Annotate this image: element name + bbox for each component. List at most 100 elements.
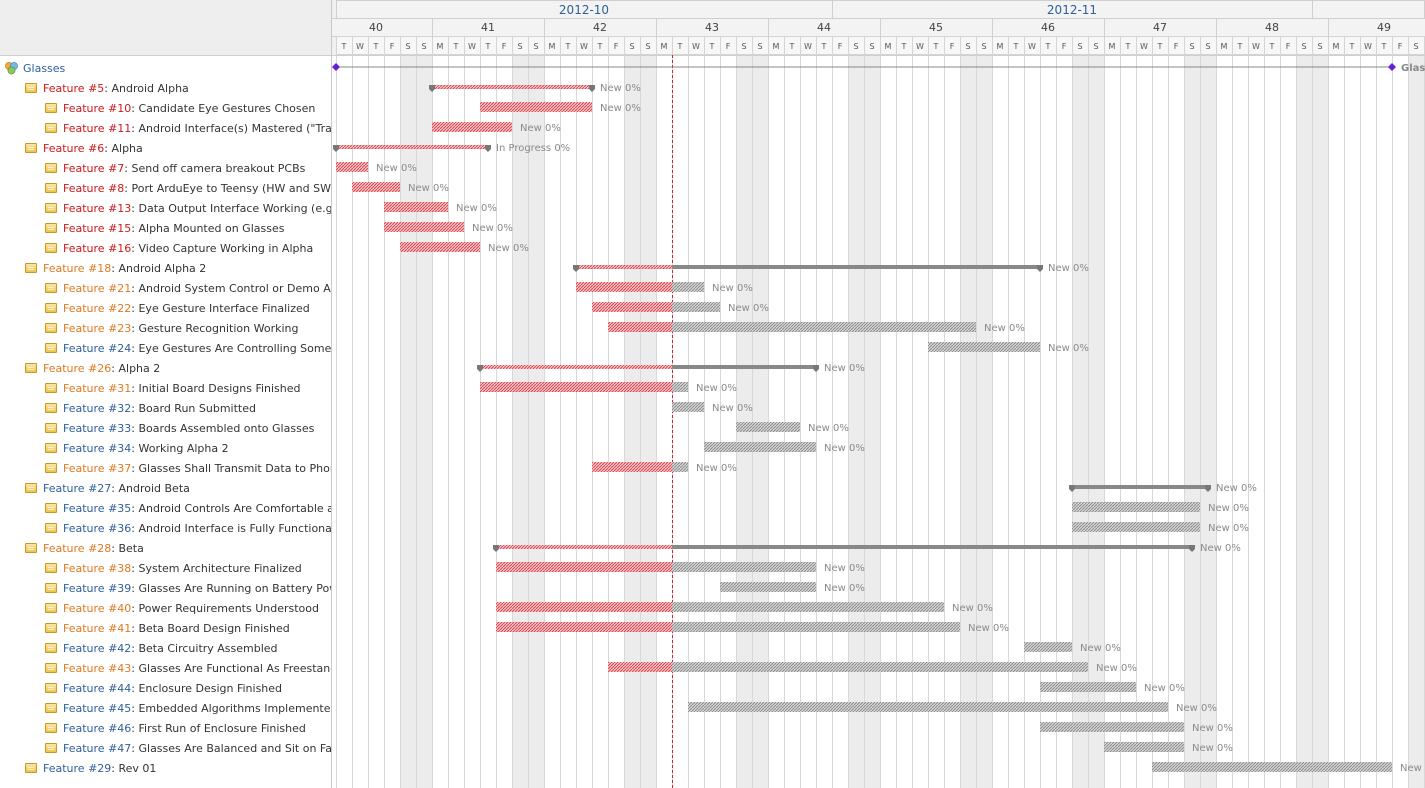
issue-row[interactable]: Feature #39: Glasses Are Running on Batt… [0, 579, 331, 599]
issue-link[interactable]: Feature #39 [63, 582, 132, 595]
issue-link[interactable]: Feature #16 [63, 242, 132, 255]
task-bar-late[interactable] [496, 562, 672, 572]
issue-row[interactable]: Feature #46: First Run of Enclosure Fini… [0, 719, 331, 739]
parent-bar-done[interactable] [576, 265, 672, 269]
issue-link[interactable]: Feature #43 [63, 662, 132, 675]
issue-row-parent[interactable]: Feature #5: Android Alpha [0, 79, 331, 99]
issue-link[interactable]: Feature #5 [43, 82, 105, 95]
issue-link[interactable]: Feature #24 [63, 342, 132, 355]
parent-bar-todo[interactable] [672, 545, 1192, 549]
task-bar-late[interactable] [496, 602, 672, 612]
task-bar[interactable] [672, 382, 688, 392]
project-row[interactable]: Glasses [0, 59, 331, 79]
issue-row[interactable]: Feature #10: Candidate Eye Gestures Chos… [0, 99, 331, 119]
issue-link[interactable]: Feature #11 [63, 122, 132, 135]
issue-row[interactable]: Feature #15: Alpha Mounted on Glasses [0, 219, 331, 239]
issue-row[interactable]: Feature #33: Boards Assembled onto Glass… [0, 419, 331, 439]
issue-link[interactable]: Feature #7 [63, 162, 125, 175]
task-bar[interactable] [672, 282, 704, 292]
task-bar[interactable] [672, 622, 960, 632]
issue-row[interactable]: Feature #23: Gesture Recognition Working [0, 319, 331, 339]
issue-row[interactable]: Feature #43: Glasses Are Functional As F… [0, 659, 331, 679]
task-bar-late[interactable] [608, 322, 672, 332]
task-bar-late[interactable] [432, 122, 512, 132]
project-name-link[interactable]: Glasses [23, 62, 66, 75]
issue-link[interactable]: Feature #38 [63, 562, 132, 575]
task-bar-late[interactable] [480, 382, 672, 392]
task-bar-late[interactable] [352, 182, 400, 192]
task-bar[interactable] [1152, 762, 1392, 772]
issue-link[interactable]: Feature #21 [63, 282, 132, 295]
issue-row-parent[interactable]: Feature #18: Android Alpha 2 [0, 259, 331, 279]
task-bar[interactable] [1104, 742, 1184, 752]
issue-row[interactable]: Feature #13: Data Output Interface Worki… [0, 199, 331, 219]
task-bar-late[interactable] [384, 222, 464, 232]
issue-row-parent[interactable]: Feature #6: Alpha [0, 139, 331, 159]
issue-link[interactable]: Feature #10 [63, 102, 132, 115]
issue-row[interactable]: Feature #36: Android Interface is Fully … [0, 519, 331, 539]
task-bar-late[interactable] [480, 102, 592, 112]
issue-link[interactable]: Feature #28 [43, 542, 112, 555]
task-bar-late[interactable] [592, 462, 672, 472]
task-bar-late[interactable] [384, 202, 448, 212]
task-bar[interactable] [672, 462, 688, 472]
task-bar[interactable] [672, 662, 1088, 672]
parent-bar-done[interactable] [496, 545, 672, 549]
issue-row[interactable]: Feature #35: Android Controls Are Comfor… [0, 499, 331, 519]
task-bar-late[interactable] [576, 282, 672, 292]
issue-row[interactable]: Feature #7: Send off camera breakout PCB… [0, 159, 331, 179]
task-bar[interactable] [1024, 642, 1072, 652]
issue-link[interactable]: Feature #36 [63, 522, 132, 535]
issue-link[interactable]: Feature #18 [43, 262, 112, 275]
issue-link[interactable]: Feature #35 [63, 502, 132, 515]
issue-link[interactable]: Feature #44 [63, 682, 132, 695]
issue-row[interactable]: Feature #42: Beta Circuitry Assembled [0, 639, 331, 659]
task-bar[interactable] [928, 342, 1040, 352]
issue-link[interactable]: Feature #45 [63, 702, 132, 715]
task-bar-late[interactable] [608, 662, 672, 672]
issue-row[interactable]: Feature #16: Video Capture Working in Al… [0, 239, 331, 259]
issue-row[interactable]: Feature #21: Android System Control or D… [0, 279, 331, 299]
task-bar[interactable] [1040, 722, 1184, 732]
issue-link[interactable]: Feature #29 [43, 762, 112, 775]
issue-row[interactable]: Feature #24: Eye Gestures Are Controllin… [0, 339, 331, 359]
issue-link[interactable]: Feature #23 [63, 322, 132, 335]
issue-row[interactable]: Feature #11: Android Interface(s) Master… [0, 119, 331, 139]
task-bar-late[interactable] [592, 302, 672, 312]
project-milestone-diamond[interactable] [1388, 63, 1396, 71]
issue-link[interactable]: Feature #37 [63, 462, 132, 475]
parent-bar-done[interactable] [432, 85, 592, 89]
task-bar[interactable] [688, 702, 1168, 712]
issue-row[interactable]: Feature #37: Glasses Shall Transmit Data… [0, 459, 331, 479]
parent-bar-done[interactable] [480, 365, 672, 369]
issue-link[interactable]: Feature #22 [63, 302, 132, 315]
issue-row[interactable]: Feature #41: Beta Board Design Finished [0, 619, 331, 639]
parent-bar-todo[interactable] [672, 365, 816, 369]
issue-row[interactable]: Feature #47: Glasses Are Balanced and Si… [0, 739, 331, 759]
issue-row[interactable]: Feature #8: Port ArduEye to Teensy (HW a… [0, 179, 331, 199]
issue-row[interactable]: Feature #31: Initial Board Designs Finis… [0, 379, 331, 399]
issue-link[interactable]: Feature #40 [63, 602, 132, 615]
issue-row[interactable]: Feature #44: Enclosure Design Finished [0, 679, 331, 699]
issue-row[interactable]: Feature #22: Eye Gesture Interface Final… [0, 299, 331, 319]
issue-link[interactable]: Feature #13 [63, 202, 132, 215]
task-bar[interactable] [1072, 502, 1200, 512]
issue-link[interactable]: Feature #33 [63, 422, 132, 435]
task-bar-late[interactable] [496, 622, 672, 632]
task-bar[interactable] [1040, 682, 1136, 692]
task-bar[interactable] [672, 302, 720, 312]
task-bar[interactable] [720, 582, 816, 592]
issue-row[interactable]: Feature #40: Power Requirements Understo… [0, 599, 331, 619]
issue-row[interactable]: Feature #34: Working Alpha 2 [0, 439, 331, 459]
issue-row-parent[interactable]: Feature #28: Beta [0, 539, 331, 559]
project-milestone-diamond[interactable] [332, 63, 340, 71]
issue-link[interactable]: Feature #34 [63, 442, 132, 455]
parent-bar-todo[interactable] [1072, 485, 1208, 489]
issue-link[interactable]: Feature #41 [63, 622, 132, 635]
task-bar-late[interactable] [400, 242, 480, 252]
issue-link[interactable]: Feature #32 [63, 402, 132, 415]
issue-link[interactable]: Feature #27 [43, 482, 112, 495]
issue-link[interactable]: Feature #42 [63, 642, 132, 655]
issue-link[interactable]: Feature #46 [63, 722, 132, 735]
parent-bar-todo[interactable] [672, 265, 1040, 269]
